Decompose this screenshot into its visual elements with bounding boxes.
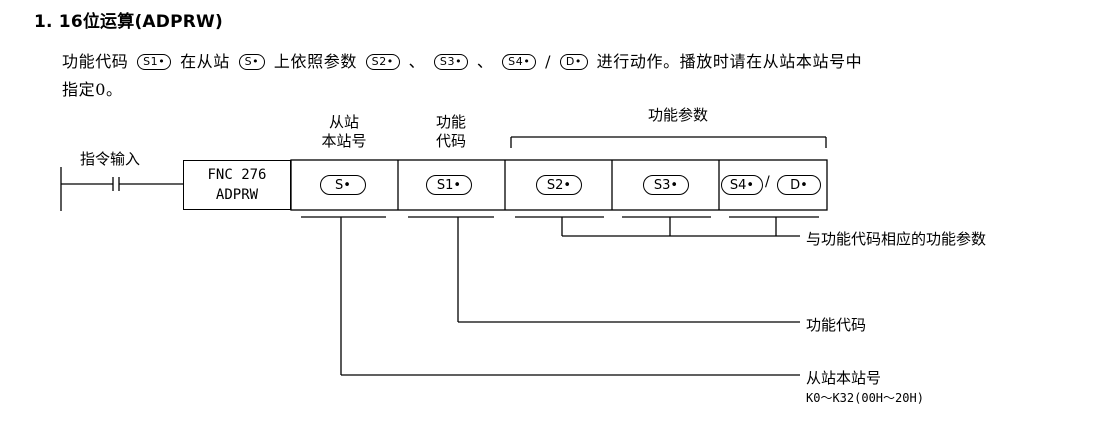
operand-slash: /: [765, 174, 770, 190]
operand-s1: S1•: [137, 54, 172, 70]
desc-sep-2: 、: [476, 52, 494, 71]
fnc-number: FNC 276: [207, 167, 267, 183]
input-label: 指令输入: [80, 150, 141, 168]
instruction-box: FNC 276 ADPRW: [183, 160, 291, 210]
header-func-line1: 功能: [435, 113, 466, 131]
operand-pill-s4: S4•: [721, 175, 763, 195]
header-slave-station: 从站 本站号: [314, 113, 374, 151]
operand-s2: S2•: [365, 54, 400, 70]
callout-slave-range: K0～K32(00H～20H): [806, 391, 924, 405]
fnc-mnemonic: ADPRW: [215, 187, 259, 203]
header-slave-line2: 本站号: [321, 132, 367, 150]
callout-slave-number: 从站本站号: [806, 369, 882, 387]
callout-params: 与功能代码相应的功能参数: [806, 230, 987, 248]
callout-function-code: 功能代码: [806, 316, 867, 334]
operand-pill-s2: S2•: [536, 175, 582, 195]
operand-pill-d: D•: [777, 175, 821, 195]
header-func-line2: 代码: [435, 132, 466, 150]
desc-slash: /: [545, 52, 552, 71]
operand-s3: S3•: [433, 54, 469, 70]
description-line-1: 功能代码 S1• 在从站 S• 上依照参数 S2• 、 S3• 、 S4• / …: [62, 48, 862, 72]
desc-text-2: 在从站: [180, 52, 230, 71]
operand-s: S•: [238, 54, 266, 70]
operand-s4: S4•: [502, 54, 537, 70]
operand-pill-s: S•: [320, 175, 366, 195]
operand-pill-s3: S3•: [643, 175, 689, 195]
desc-sep-1: 、: [408, 52, 426, 71]
desc-text-4: 进行动作。播放时请在从站本站号中: [596, 52, 863, 71]
section-title: 1. 16位运算(ADPRW): [34, 12, 223, 32]
header-slave-line1: 从站: [328, 113, 359, 131]
desc-text-3: 上依照参数: [273, 52, 357, 71]
header-function-code: 功能 代码: [421, 113, 481, 151]
header-function-params: 功能参数: [647, 106, 708, 124]
description-line-2: 指定0。: [62, 80, 123, 99]
desc-text-1: 功能代码: [62, 52, 129, 71]
operand-pill-s1: S1•: [426, 175, 472, 195]
operand-d: D•: [559, 54, 588, 70]
